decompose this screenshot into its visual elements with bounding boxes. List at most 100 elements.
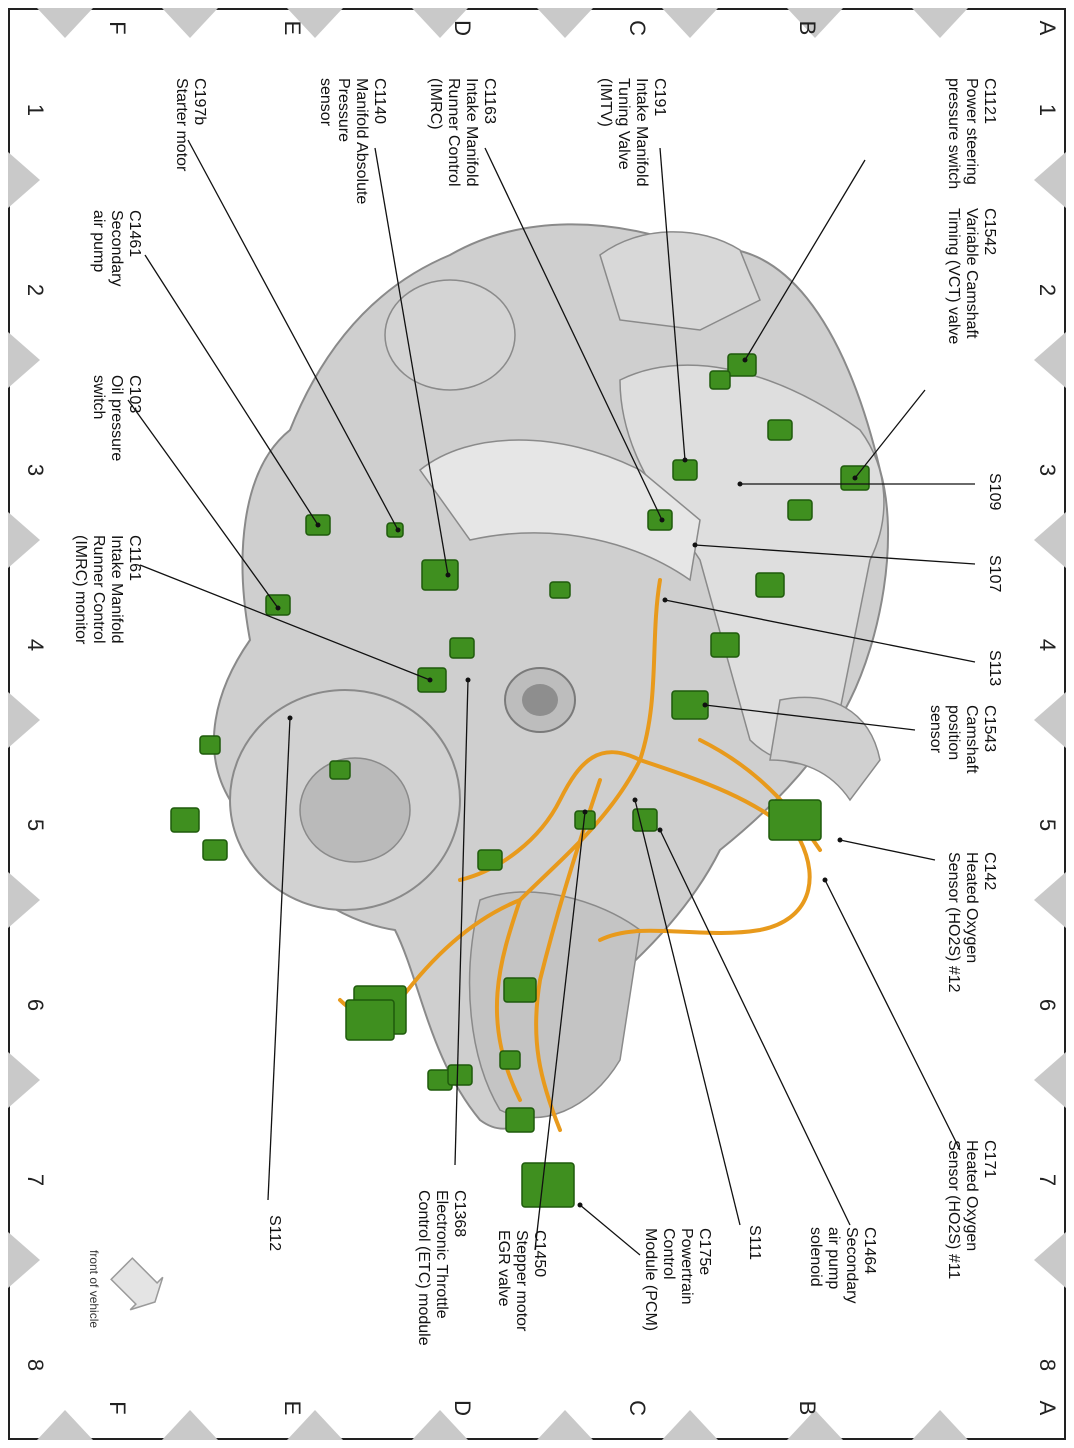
throttle-bore <box>522 684 558 716</box>
leader-line <box>634 799 741 1226</box>
leader-tip <box>275 605 281 611</box>
leader-line <box>854 389 926 479</box>
front-of-vehicle-indicator: front of vehicle <box>87 1250 164 1328</box>
callout-line: C1450 <box>531 1230 548 1277</box>
grid-marker <box>37 1410 93 1440</box>
callout-line: Module (PCM) <box>642 1228 659 1331</box>
grid-column-label: 1 <box>1035 104 1060 116</box>
callout-line: Control <box>660 1228 677 1280</box>
callout-line: (IMRC) monitor <box>72 535 89 645</box>
grid-marker <box>537 8 593 38</box>
grid-marker <box>8 332 40 388</box>
callout-line: (IMRC) <box>427 78 444 130</box>
connector <box>709 370 731 390</box>
grid-row-label: B <box>795 1401 820 1416</box>
connector <box>477 849 503 871</box>
connector <box>672 459 698 481</box>
flywheel-hub <box>299 757 411 863</box>
grid-row-label: D <box>450 1400 475 1416</box>
leader-tip <box>682 457 688 463</box>
grid-marker <box>787 1410 843 1440</box>
leader-line <box>484 147 663 521</box>
callout-line: Pressure <box>335 78 352 142</box>
leader-tip <box>657 827 663 833</box>
leader-line <box>187 139 399 531</box>
power-steering-reservoir <box>599 231 761 331</box>
grid-row-label: A <box>1035 21 1060 36</box>
grid-row-label: D <box>450 20 475 36</box>
grid-column-label: 3 <box>1035 464 1060 476</box>
connector <box>521 1162 575 1208</box>
leader-tip <box>577 1202 583 1208</box>
connector <box>768 799 822 841</box>
leader-line <box>659 147 686 461</box>
intake-tube <box>418 439 701 582</box>
grid-marker <box>287 8 343 38</box>
callout-line: Intake Manifold <box>633 78 650 187</box>
grid-row-label: F <box>105 21 130 34</box>
callout-line: Sensor (HO2S) #11 <box>945 1140 962 1279</box>
grid-marker <box>1034 152 1066 208</box>
callout-line: pressure switch <box>945 78 962 189</box>
grid-marker <box>162 8 218 38</box>
callout-line: Secondary <box>843 1227 860 1304</box>
connector <box>345 999 395 1041</box>
callout-line: Runner Control <box>445 78 462 187</box>
leader-tip <box>445 572 451 578</box>
leader-tip <box>837 837 843 843</box>
connector <box>449 637 475 659</box>
grid-marker <box>37 8 93 38</box>
grid-marker <box>1034 1052 1066 1108</box>
callout-line: C1161 <box>126 535 143 581</box>
callout-line: sensor <box>317 78 334 127</box>
leader-tip <box>659 517 665 523</box>
callout-line: C142 <box>981 852 998 890</box>
grid-column-label: 7 <box>1035 1174 1060 1186</box>
front-arrow-icon <box>110 1257 164 1311</box>
grid-marker <box>787 8 843 38</box>
connector <box>632 808 658 832</box>
grid-row-label: A <box>1035 1401 1060 1416</box>
grid-marker <box>1034 692 1066 748</box>
connector <box>329 760 351 780</box>
connector <box>447 1064 473 1086</box>
callout-line: C103 <box>126 375 143 413</box>
grid-marker <box>8 512 40 568</box>
grid-markers <box>8 8 1066 1440</box>
grid-marker <box>662 8 718 38</box>
leader-tip <box>395 527 401 533</box>
grid-marker <box>287 1410 343 1440</box>
leader-line <box>659 829 851 1226</box>
grid-marker <box>8 1052 40 1108</box>
callout-line: S109 <box>986 473 1003 510</box>
callout-line: S107 <box>986 555 1003 592</box>
grid-marker <box>162 1410 218 1440</box>
grid-row-label: E <box>280 1401 305 1416</box>
callout-line: Intake Manifold <box>463 78 480 187</box>
leader-tip <box>692 542 698 548</box>
leader-tip <box>315 522 321 528</box>
connector <box>787 499 813 521</box>
harness-wire <box>598 758 812 942</box>
connector <box>727 353 757 377</box>
callout-line: C1163 <box>481 78 498 124</box>
engine-illustration <box>212 223 889 1130</box>
grid-marker <box>912 1410 968 1440</box>
callout-line: C1121 <box>981 78 998 124</box>
leader-line <box>454 679 469 1166</box>
leader-tip <box>737 481 743 487</box>
grid-column-label: 5 <box>1035 819 1060 831</box>
leader-tip <box>702 702 708 708</box>
grid-marker <box>912 8 968 38</box>
grid-marker <box>1034 512 1066 568</box>
leader-line <box>267 717 291 1201</box>
connector <box>386 522 404 538</box>
connector <box>755 572 785 598</box>
